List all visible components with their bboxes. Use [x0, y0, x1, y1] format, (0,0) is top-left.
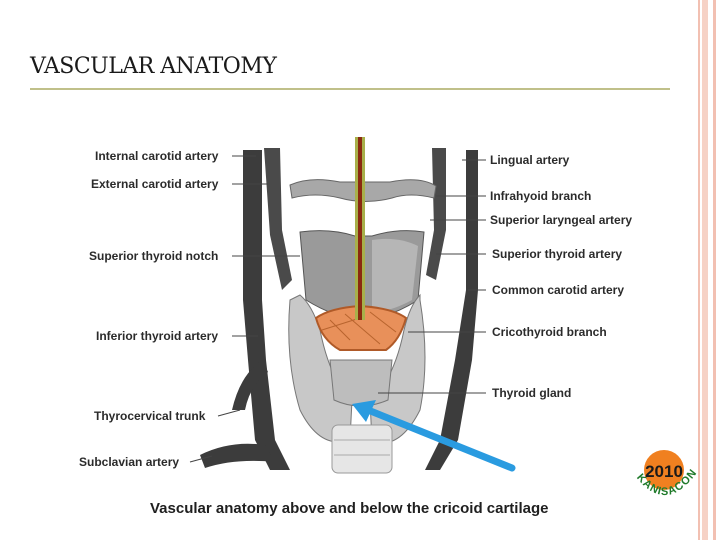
- pointer-arrow-head: [352, 400, 376, 422]
- label-thyrocervical-trunk: Thyrocervical trunk: [94, 409, 206, 423]
- thyroid-isthmus: [329, 359, 393, 407]
- label-subclavian-artery: Subclavian artery: [79, 455, 180, 469]
- label-superior-laryngeal-artery: Superior laryngeal artery: [490, 213, 633, 227]
- slide-border-decoration: [696, 0, 720, 540]
- left-internal-carotid-vessel: [264, 148, 292, 290]
- label-cricothyroid-branch: Cricothyroid branch: [492, 325, 607, 339]
- label-inferior-thyroid-artery: Inferior thyroid artery: [96, 329, 219, 343]
- pointer-arrow-shaft: [364, 406, 516, 472]
- label-thyroid-gland: Thyroid gland: [492, 386, 572, 400]
- label-infrahyoid-branch: Infrahyoid branch: [490, 189, 592, 203]
- left-thyrocervical-vessel: [232, 360, 268, 410]
- label-internal-carotid-artery: Internal carotid artery: [95, 149, 219, 163]
- figure-caption: Vascular anatomy above and below the cri…: [150, 500, 549, 517]
- kanisacon-2010-logo: 2010 KANISACON: [634, 450, 699, 498]
- label-external-carotid-artery: External carotid artery: [91, 177, 219, 191]
- left-subclavian-vessel: [200, 443, 275, 468]
- thyroid-cartilage-shadow: [372, 238, 418, 312]
- left-common-carotid-vessel: [243, 150, 290, 470]
- trachea: [331, 424, 393, 474]
- logo-year: 2010: [645, 462, 683, 481]
- slide-title: VASCULAR ANATOMY: [30, 54, 277, 79]
- title-divider: [30, 88, 670, 90]
- label-superior-thyroid-notch: Superior thyroid notch: [89, 249, 219, 263]
- label-superior-thyroid-artery: Superior thyroid artery: [492, 247, 623, 261]
- right-common-carotid-vessel: [425, 150, 478, 470]
- label-lingual-artery: Lingual artery: [490, 153, 570, 167]
- label-common-carotid-artery: Common carotid artery: [492, 283, 625, 297]
- right-internal-carotid-vessel: [426, 148, 446, 280]
